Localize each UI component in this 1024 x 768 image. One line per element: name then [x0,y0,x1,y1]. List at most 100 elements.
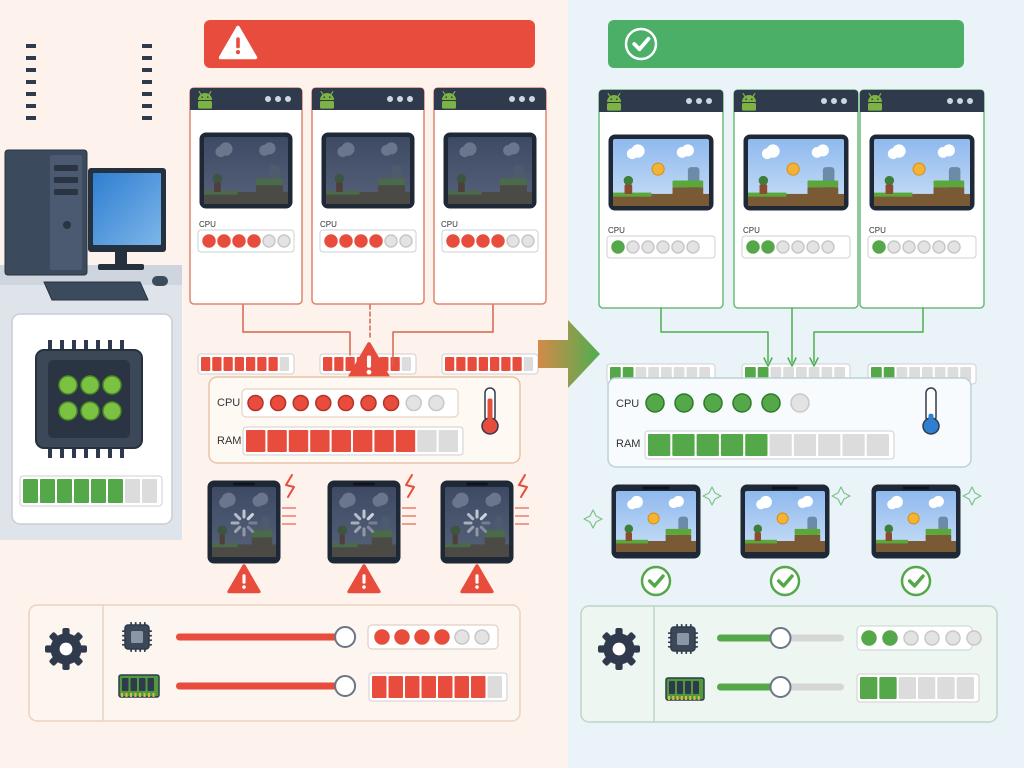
android-eye [328,96,331,99]
check-mark [776,574,794,588]
arrow-head [787,357,797,367]
connector-line [392,304,494,366]
cpu-dot-filled [674,393,694,413]
android-eye [750,98,753,101]
chip-pin [120,340,124,350]
bar-seg-empty [842,434,865,456]
ram-chip [147,678,154,691]
ram-chip [677,681,683,694]
cloud [630,495,643,509]
chip-pin [142,104,152,108]
bar-seg-filled [879,677,897,699]
cpu-allocation-slider[interactable] [176,626,357,648]
ram-allocation-slider[interactable] [717,676,844,698]
warning-icon [218,25,258,60]
host-ram-label-right: RAM [616,438,641,450]
check-icon [900,565,932,597]
android-body [320,100,334,109]
bar-seg-filled [108,479,123,503]
chip-pin [122,639,126,642]
window-control-dot [407,96,413,102]
cpu-dot-filled [315,394,332,412]
smooth-device [871,484,982,597]
cpu-dot-filled [761,393,781,413]
host-ram-segment-bar [644,430,895,460]
chip-pin [685,624,688,628]
cpu-dot-empty [262,234,276,248]
check-mark [632,36,651,52]
chip-pin [148,634,152,637]
android-body [742,102,756,111]
bar-seg-empty [142,479,157,503]
window-control-dot [967,98,973,104]
bar-seg-filled [454,676,469,698]
lagging-device [327,474,416,594]
emulator-titlebar-edge [860,104,984,112]
character-head [450,525,461,536]
cloud [221,492,236,507]
cpu-allocation-slider[interactable] [717,627,844,649]
emulator-cpu-label: CPU [199,220,216,229]
gear-icon [598,628,640,670]
cloud [631,144,645,158]
android-head [442,93,456,100]
bar-seg-empty [769,434,792,456]
ground [745,541,825,552]
cpu-dot-meter [611,240,700,254]
cpu-chip-icon [668,624,698,654]
character-head [212,173,223,184]
ram-chip [122,678,129,691]
android-head [742,95,756,102]
chip-pin [694,636,698,639]
cpu-dot-filled [861,630,877,646]
bar-seg-filled [234,357,244,371]
chip-pin [139,648,142,652]
cpu-dot-empty [405,394,422,412]
emulator-game-screen [326,137,410,204]
ram-pin [685,696,687,700]
ram-pin [668,696,670,700]
chip-pin [84,340,88,350]
loading-spinner-spoke [234,525,242,533]
arrow-head [809,357,819,367]
cpu-dot-filled [374,629,390,645]
chip-pin [26,68,36,72]
bar-seg-filled [395,430,416,452]
android-eye [450,96,453,99]
cpu-dot-filled [360,394,377,412]
cpu-dot-filled [354,234,368,248]
character-body [214,182,221,192]
window-control-dot [706,98,712,104]
slider-fill [176,633,346,641]
ground [445,544,509,557]
chip-pin [143,648,146,652]
chip-pin [108,448,112,458]
android-antennas [198,91,212,95]
character-head [337,525,348,536]
warning-bar [366,355,372,368]
grass [445,543,471,548]
bar-seg-filled [212,357,222,371]
emulator-game-screen [613,139,709,206]
device [871,484,961,559]
device-notch [466,482,488,486]
cpu-dot-empty [277,234,291,248]
ram-chip [685,681,691,694]
window-control-dot [265,96,271,102]
emulator-window-optimized [859,89,985,385]
slider-thumb [769,627,792,649]
bar-seg-empty [793,434,817,456]
ram-allocation-slider[interactable] [176,675,357,697]
bar-seg-empty [487,676,502,698]
drive-bay [54,165,78,171]
character-body [458,182,465,192]
ram-chip [130,678,137,691]
cloud [463,142,477,156]
cloud [488,492,502,506]
window-control-dot [841,98,847,104]
android-head [868,95,882,102]
platform-top [933,180,965,188]
ram-pin [152,693,155,697]
cpu-dot-filled [461,234,475,248]
core-indicator [58,401,78,421]
